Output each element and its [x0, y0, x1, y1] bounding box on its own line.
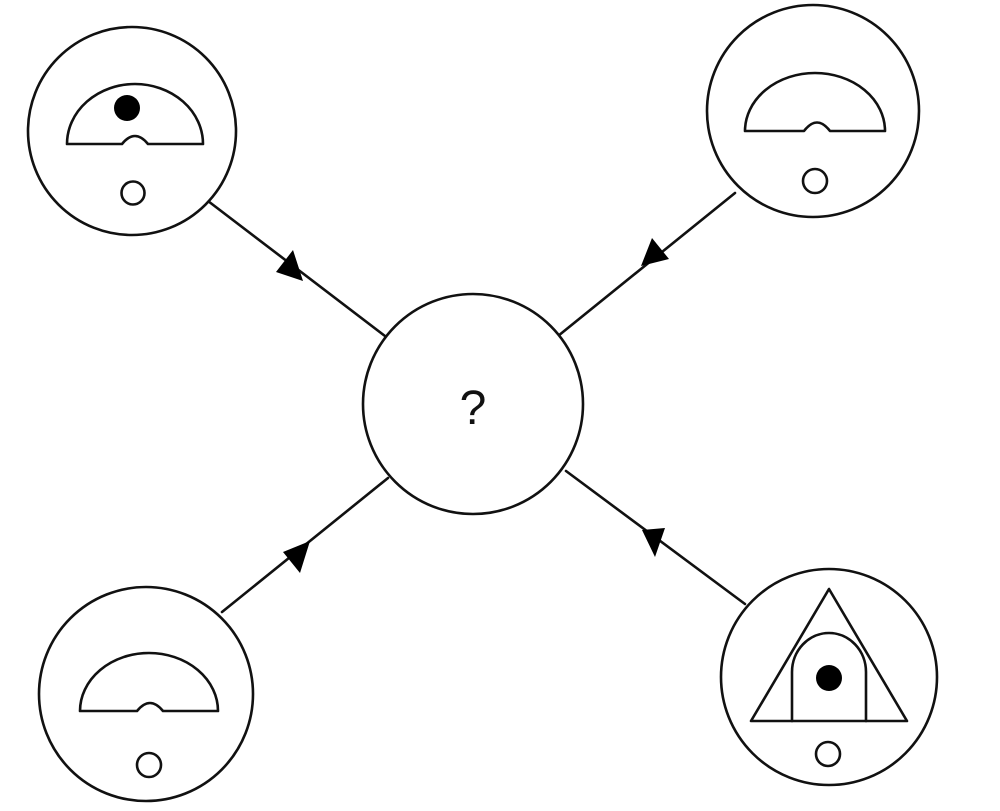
filled-dot-icon — [114, 95, 140, 121]
small-circle-icon — [801, 167, 829, 195]
semicircle-arch-shape — [743, 71, 887, 133]
arrowhead-top-left — [276, 250, 303, 281]
node-bottom-left — [37, 585, 255, 803]
arrowhead-bottom-right — [642, 528, 665, 557]
question-mark: ? — [460, 382, 487, 435]
arrowhead-top-right — [641, 238, 669, 266]
node-bottom-right — [719, 567, 939, 787]
center-circle — [361, 292, 585, 516]
node-center: ? — [361, 292, 585, 516]
filled-dot-icon — [816, 665, 842, 691]
triangle-shape — [749, 587, 909, 723]
node-circle — [26, 25, 238, 237]
small-circle-icon — [135, 751, 163, 779]
arrowhead-bottom-left — [283, 541, 310, 573]
small-circle-icon — [814, 740, 842, 768]
semicircle-arch-shape — [65, 82, 205, 146]
node-top-left — [26, 25, 238, 237]
small-circle-icon — [120, 180, 146, 206]
node-circle — [37, 585, 255, 803]
arrowheads — [276, 238, 669, 573]
node-circle — [705, 3, 921, 219]
node-top-right — [705, 3, 921, 219]
semicircle-arch-shape — [78, 651, 220, 713]
arch-window-shape — [790, 631, 868, 723]
